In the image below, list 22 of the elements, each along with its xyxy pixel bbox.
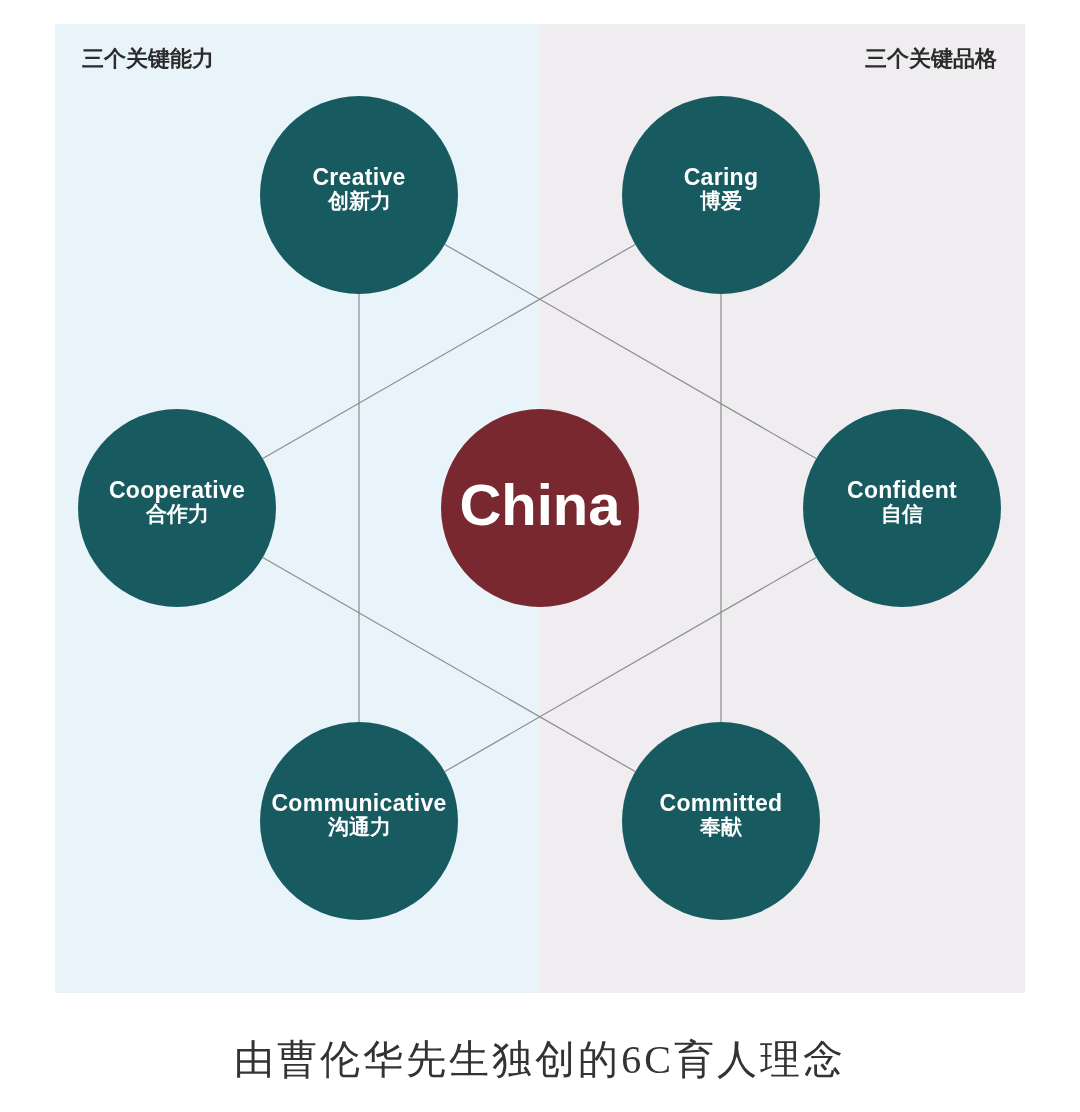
connector-line (444, 556, 817, 773)
chinese-label: 沟通力 (327, 815, 391, 840)
chinese-label: 博爱 (700, 189, 742, 214)
connector-line (358, 293, 360, 723)
panel-heading: 三个关键品格 (865, 46, 997, 73)
connector-line (444, 243, 817, 460)
connector-line (262, 556, 636, 773)
connector-line (720, 293, 722, 723)
english-label: Caring (683, 164, 759, 189)
english-label: Communicative (271, 790, 447, 815)
english-label: Cooperative (108, 477, 246, 502)
center-label: China (459, 471, 621, 537)
chinese-label: 合作力 (145, 502, 209, 527)
caption: 由曹伦华先生独创的6C育人理念 (234, 1036, 846, 1084)
english-label: Creative (312, 164, 406, 189)
chinese-label: 奉献 (700, 815, 742, 840)
chinese-label: 自信 (881, 502, 923, 527)
panel-heading: 三个关键能力 (82, 46, 214, 73)
connector-line (262, 243, 636, 460)
english-label: Confident (847, 477, 957, 502)
chinese-label: 创新力 (327, 189, 391, 214)
english-label: Committed (659, 790, 783, 815)
